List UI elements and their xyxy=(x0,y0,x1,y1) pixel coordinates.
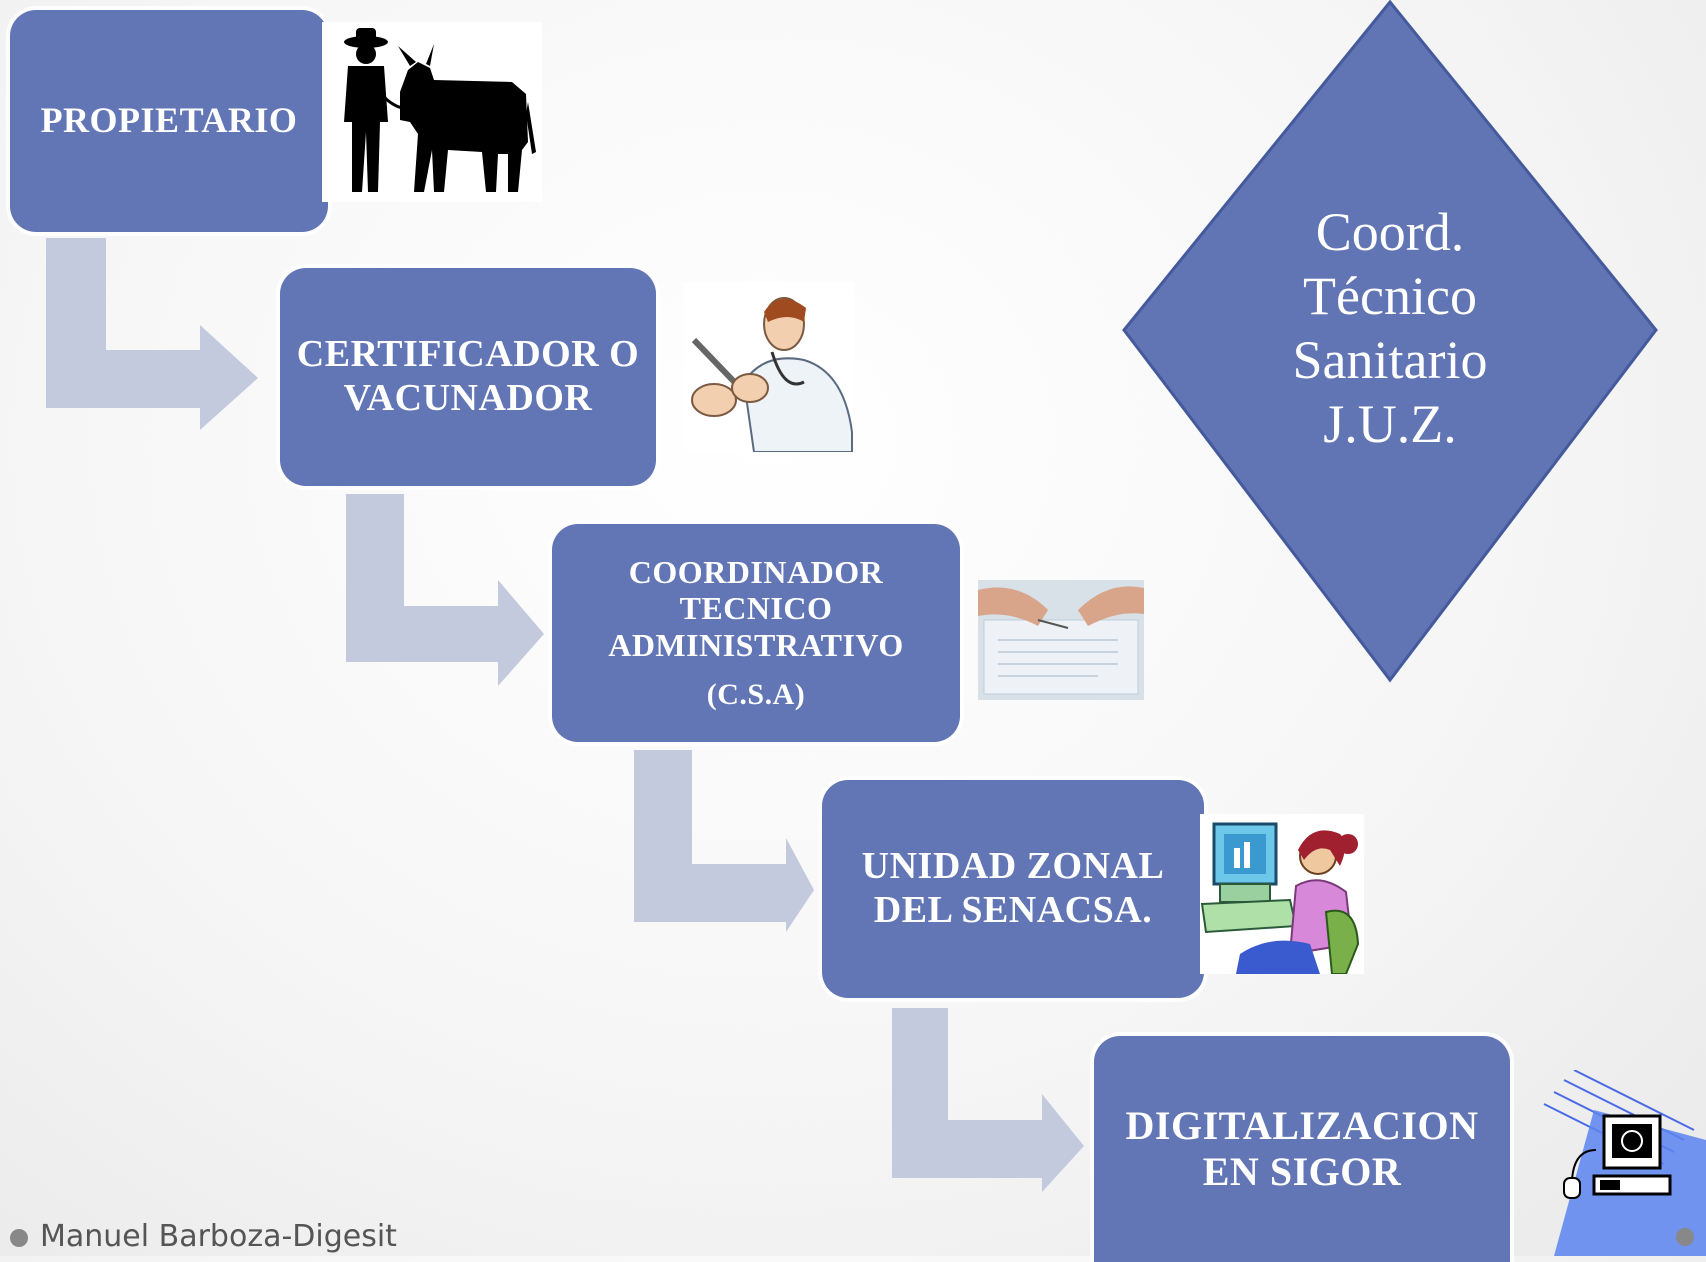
step-certificador-line1: CERTIFICADOR O xyxy=(296,333,640,376)
step-coordinador-line3: ADMINISTRATIVO xyxy=(608,627,904,664)
bullet-icon xyxy=(10,1228,28,1247)
step-certificador-line2: VACUNADOR xyxy=(343,377,593,419)
step-unidad-zonal-line2: DEL SENACSA. xyxy=(873,889,1153,931)
coord-line2: Técnico xyxy=(1303,266,1477,326)
step-coordinador: COORDINADOR TECNICO ADMINISTRATIVO (C.S.… xyxy=(552,524,960,742)
coord-line4: J.U.Z. xyxy=(1323,394,1457,454)
computer-icon xyxy=(1543,1070,1706,1256)
step-unidad-zonal-line1: UNIDAD ZONAL xyxy=(861,845,1165,888)
step-coordinador-line4: (C.S.A) xyxy=(706,677,806,711)
corner-dot-icon xyxy=(1676,1228,1694,1246)
step-propietario: PROPIETARIO xyxy=(10,10,328,232)
coord-diamond xyxy=(1122,0,1658,683)
step-unidad-zonal: UNIDAD ZONAL DEL SENACSA. xyxy=(822,780,1204,998)
footer-text: Manuel Barboza-Digesit xyxy=(40,1219,397,1254)
step-propietario-label: PROPIETARIO xyxy=(40,100,298,141)
veterinarian-icon xyxy=(684,282,854,452)
step-coordinador-line2: TECNICO xyxy=(679,590,833,627)
farmer-cow-icon xyxy=(322,22,542,202)
step-digitalizacion: DIGITALIZACION EN SIGOR xyxy=(1094,1036,1510,1262)
computer-user-icon xyxy=(1200,814,1364,974)
step-certificador: CERTIFICADOR O VACUNADOR xyxy=(280,268,656,486)
document-hands-icon xyxy=(978,580,1144,700)
coord-line3: Sanitario xyxy=(1292,330,1488,390)
step-coordinador-line1: COORDINADOR xyxy=(628,553,884,590)
footer: Manuel Barboza-Digesit xyxy=(10,1219,397,1254)
coord-line1: Coord. xyxy=(1315,202,1465,262)
step-digitalizacion-line2: EN SIGOR xyxy=(1202,1149,1402,1194)
coord-diamond-text: Coord. Técnico Sanitario J.U.Z. xyxy=(1190,200,1590,456)
step-digitalizacion-line1: DIGITALIZACION xyxy=(1125,1103,1479,1148)
